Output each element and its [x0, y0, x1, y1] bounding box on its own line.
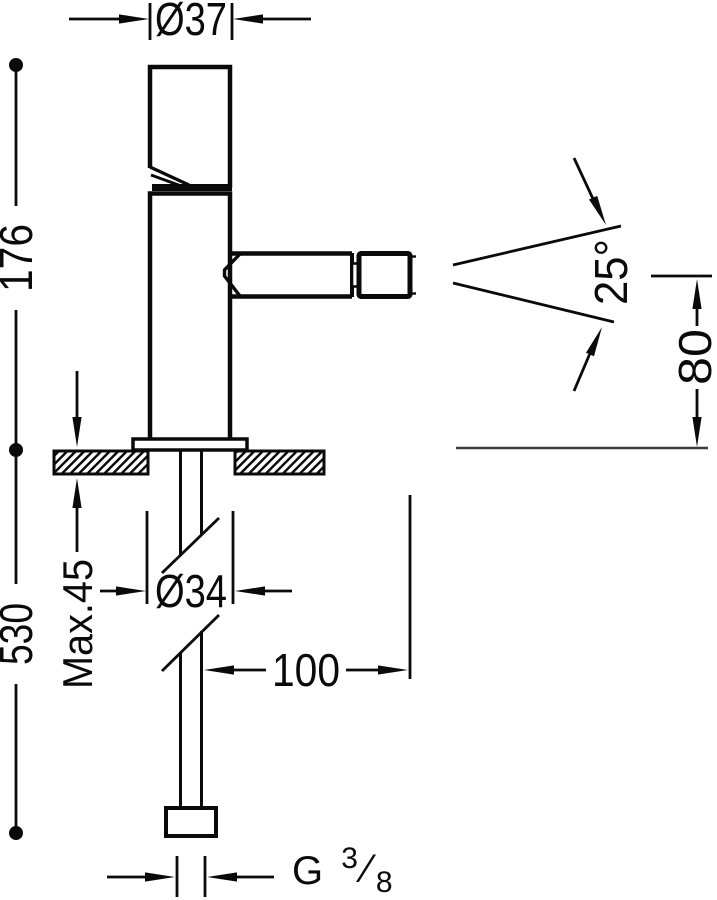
dim-thread: G 3 ⁄ 8 [107, 833, 393, 899]
arrowhead [72, 417, 82, 447]
body-outline [147, 191, 233, 441]
arrowhead [692, 279, 702, 309]
aerator-outline [356, 251, 413, 299]
dim-body-height: 176 [0, 58, 42, 457]
dim-reach: 100 [204, 495, 412, 696]
hose-end-nut [164, 806, 218, 838]
dim-top-diameter: Ø37 [69, 0, 311, 45]
thread-denominator: 8 [376, 866, 393, 899]
angle-lower-leg [452, 281, 615, 324]
dim-deck-thickness-label: Max.45 [54, 559, 101, 689]
arrowhead [233, 14, 263, 24]
dim-thread-label: G 3 ⁄ 8 [292, 833, 393, 899]
arrowhead [72, 478, 82, 508]
faucet-body [147, 191, 233, 441]
angle-upper-leg [452, 224, 622, 267]
thread-prefix: G [292, 849, 323, 893]
pipe-break-mark-upper [161, 516, 220, 575]
supply-pipe [161, 450, 220, 838]
arrowhead [235, 586, 265, 596]
arrowhead [116, 586, 146, 596]
dimension-dot [9, 826, 23, 840]
dim-spray-angle: 25° [452, 157, 637, 392]
leader-line [572, 350, 593, 392]
dim-body-height-label: 176 [0, 224, 42, 292]
dim-hole-diameter-label: Ø34 [155, 565, 227, 617]
aerator [356, 251, 416, 299]
dim-hose-length: 530 [0, 451, 42, 840]
arrowhead [692, 417, 702, 447]
faucet-outline [52, 64, 416, 838]
arrowhead [207, 872, 237, 882]
base-flange [131, 437, 249, 452]
dim-deck-thickness: Max.45 [54, 371, 101, 689]
spout-cone-nose [222, 252, 242, 298]
pipe-break-mark-lower [161, 614, 220, 672]
arrowhead [378, 665, 408, 675]
arrowhead [586, 327, 602, 357]
deck-section-right [233, 449, 326, 476]
faucet-handle [147, 64, 233, 191]
dim-outlet-height: 80 [456, 274, 717, 450]
deck-section-left [52, 449, 150, 476]
dim-hole-diameter: Ø34 [100, 511, 292, 617]
dim-spray-angle-label: 25° [585, 239, 637, 305]
handle-outline [147, 64, 233, 188]
arrowhead [145, 872, 175, 882]
arrowhead [119, 14, 149, 24]
thread-fraction-slash: ⁄ [355, 847, 376, 891]
dim-outlet-height-label: 80 [669, 329, 717, 385]
dim-hose-length-label: 530 [0, 603, 42, 665]
dim-reach-label: 100 [272, 644, 340, 696]
faucet-spout [222, 251, 360, 299]
mounting-deck [52, 449, 326, 476]
arrowhead [589, 195, 606, 225]
thread-numerator: 3 [341, 842, 358, 875]
dimension-dot [9, 443, 23, 457]
arrowhead [204, 665, 234, 675]
handle-lever-top-edge [149, 165, 190, 187]
dim-top-diameter-label: Ø37 [155, 0, 227, 45]
leader-line [572, 157, 596, 202]
